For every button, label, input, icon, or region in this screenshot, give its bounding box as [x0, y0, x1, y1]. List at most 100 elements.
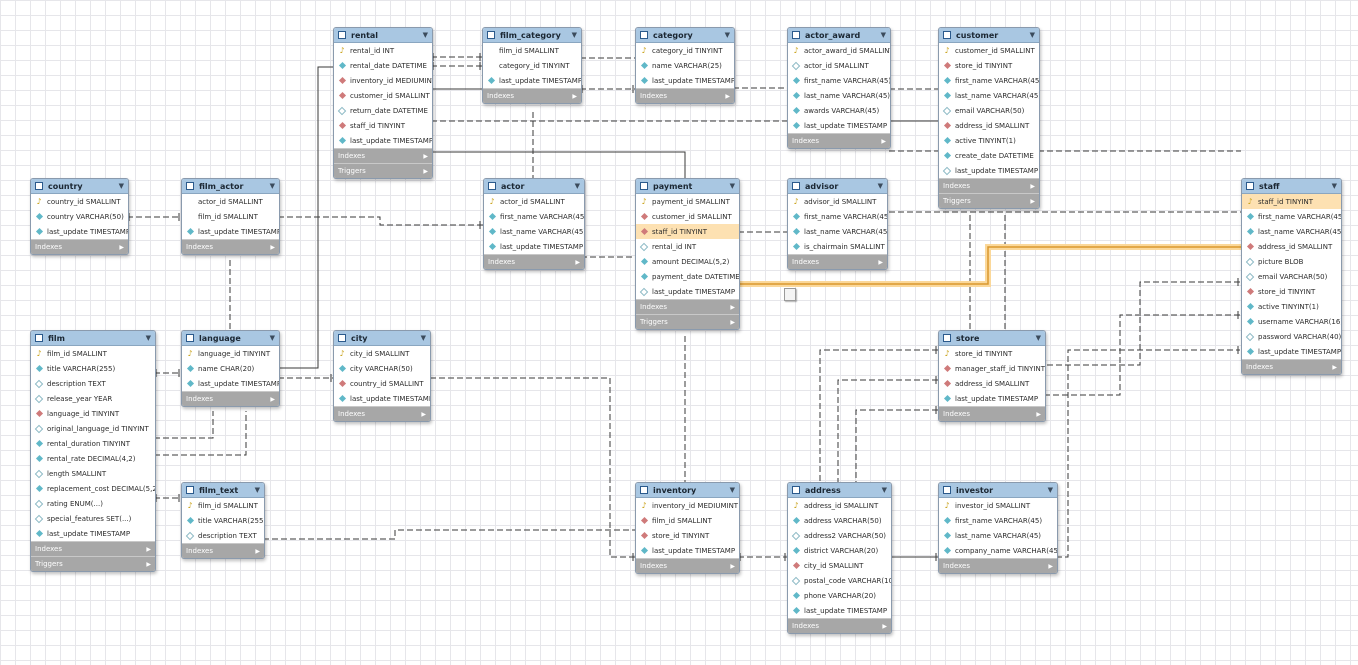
relationship-line[interactable]: [1044, 314, 1240, 396]
column-row[interactable]: last_name VARCHAR(45): [939, 88, 1039, 103]
relationship-line[interactable]: [263, 529, 635, 540]
table-header[interactable]: language▼: [182, 331, 279, 346]
expand-arrow-icon[interactable]: ▶: [725, 92, 730, 100]
column-row[interactable]: ♪store_id TINYINT: [939, 346, 1045, 361]
chevron-down-icon[interactable]: ▼: [724, 31, 730, 39]
column-row[interactable]: first_name VARCHAR(45): [939, 513, 1057, 528]
section-triggers[interactable]: Triggers▶: [31, 556, 155, 571]
chevron-down-icon[interactable]: ▼: [877, 182, 883, 190]
column-row[interactable]: length SMALLINT: [31, 466, 155, 481]
expand-arrow-icon[interactable]: ▶: [1036, 410, 1041, 418]
section-indexes[interactable]: Indexes▶: [788, 133, 890, 148]
column-row[interactable]: ♪address_id SMALLINT: [788, 498, 891, 513]
section-indexes[interactable]: Indexes▶: [939, 178, 1039, 193]
table-header[interactable]: film_text▼: [182, 483, 264, 498]
table-header[interactable]: actor_award▼: [788, 28, 890, 43]
column-row[interactable]: original_language_id TINYINT: [31, 421, 155, 436]
chevron-down-icon[interactable]: ▼: [729, 486, 735, 494]
column-row[interactable]: last_update TIMESTAMP: [182, 376, 279, 391]
expand-arrow-icon[interactable]: ▶: [1030, 197, 1035, 205]
column-row[interactable]: city VARCHAR(50): [334, 361, 430, 376]
table-header[interactable]: staff▼: [1242, 179, 1341, 194]
column-row[interactable]: address_id SMALLINT: [939, 118, 1039, 133]
column-row[interactable]: awards VARCHAR(45): [788, 103, 890, 118]
column-row[interactable]: last_name VARCHAR(45): [939, 528, 1057, 543]
expand-arrow-icon[interactable]: ▶: [572, 92, 577, 100]
column-row[interactable]: last_update TIMESTAMP: [182, 224, 279, 239]
column-row[interactable]: actor_id SMALLINT: [182, 194, 279, 209]
table-header[interactable]: inventory▼: [636, 483, 739, 498]
table-header[interactable]: advisor▼: [788, 179, 887, 194]
expand-arrow-icon[interactable]: ▶: [1048, 562, 1053, 570]
chevron-down-icon[interactable]: ▼: [1029, 31, 1035, 39]
column-row[interactable]: amount DECIMAL(5,2): [636, 254, 739, 269]
column-row[interactable]: company_name VARCHAR(45): [939, 543, 1057, 558]
column-row[interactable]: ♪film_id SMALLINT: [182, 498, 264, 513]
table-header[interactable]: investor▼: [939, 483, 1057, 498]
chevron-down-icon[interactable]: ▼: [269, 182, 275, 190]
relationship-line[interactable]: [837, 379, 938, 482]
column-row[interactable]: last_update TIMESTAMP: [483, 73, 581, 88]
table-header[interactable]: address▼: [788, 483, 891, 498]
column-row[interactable]: film_id SMALLINT: [483, 43, 581, 58]
column-row[interactable]: customer_id SMALLINT: [636, 209, 739, 224]
table-header[interactable]: film▼: [31, 331, 155, 346]
column-row[interactable]: username VARCHAR(16): [1242, 314, 1341, 329]
column-row[interactable]: last_update TIMESTAMP: [1242, 344, 1341, 359]
section-indexes[interactable]: Indexes▶: [636, 88, 734, 103]
chevron-down-icon[interactable]: ▼: [729, 182, 735, 190]
section-indexes[interactable]: Indexes▶: [636, 299, 739, 314]
expand-arrow-icon[interactable]: ▶: [730, 303, 735, 311]
column-row[interactable]: last_update TIMESTAMP: [636, 543, 739, 558]
column-row[interactable]: actor_id SMALLINT: [788, 58, 890, 73]
column-row[interactable]: staff_id TINYINT: [636, 224, 739, 239]
column-row[interactable]: address VARCHAR(50): [788, 513, 891, 528]
column-row[interactable]: ♪actor_award_id SMALLINT: [788, 43, 890, 58]
section-indexes[interactable]: Indexes▶: [939, 406, 1045, 421]
section-indexes[interactable]: Indexes▶: [182, 239, 279, 254]
expand-arrow-icon[interactable]: ▶: [270, 395, 275, 403]
expand-arrow-icon[interactable]: ▶: [881, 137, 886, 145]
column-row[interactable]: ♪rental_id INT: [334, 43, 432, 58]
column-row[interactable]: create_date DATETIME: [939, 148, 1039, 163]
chevron-down-icon[interactable]: ▼: [145, 334, 151, 342]
expand-arrow-icon[interactable]: ▶: [255, 547, 260, 555]
expand-arrow-icon[interactable]: ▶: [1030, 182, 1035, 190]
column-row[interactable]: last_update TIMESTAMP: [636, 73, 734, 88]
column-row[interactable]: last_update TIMESTAMP: [31, 526, 155, 541]
relationship-line-highlighted[interactable]: [738, 246, 1241, 285]
section-triggers[interactable]: Triggers▶: [334, 163, 432, 178]
chevron-down-icon[interactable]: ▼: [1331, 182, 1337, 190]
column-row[interactable]: last_name VARCHAR(45): [484, 224, 584, 239]
column-row[interactable]: special_features SET(...): [31, 511, 155, 526]
relationship-line[interactable]: [1056, 349, 1240, 558]
section-indexes[interactable]: Indexes▶: [31, 541, 155, 556]
column-row[interactable]: film_id SMALLINT: [182, 209, 279, 224]
column-row[interactable]: last_update TIMESTAMP: [939, 163, 1039, 178]
section-indexes[interactable]: Indexes▶: [334, 406, 430, 421]
relationship-line[interactable]: [430, 377, 635, 558]
column-row[interactable]: category_id TINYINT: [483, 58, 581, 73]
column-row[interactable]: last_update TIMESTAMP: [484, 239, 584, 254]
column-row[interactable]: name CHAR(20): [182, 361, 279, 376]
column-row[interactable]: return_date DATETIME: [334, 103, 432, 118]
column-row[interactable]: city_id SMALLINT: [788, 558, 891, 573]
relationship-line[interactable]: [154, 411, 247, 456]
column-row[interactable]: ♪customer_id SMALLINT: [939, 43, 1039, 58]
column-row[interactable]: ♪country_id SMALLINT: [31, 194, 128, 209]
column-row[interactable]: last_update TIMESTAMP: [939, 391, 1045, 406]
column-row[interactable]: first_name VARCHAR(45): [1242, 209, 1341, 224]
column-row[interactable]: active TINYINT(1): [939, 133, 1039, 148]
relationship-line[interactable]: [431, 151, 686, 178]
